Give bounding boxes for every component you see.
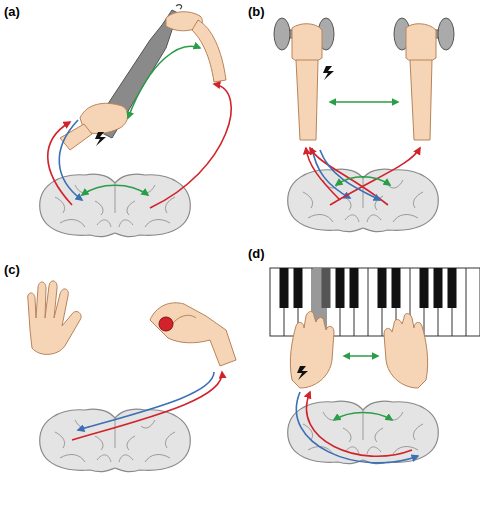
panel-c-art bbox=[28, 281, 236, 472]
panel-label: (a) bbox=[4, 4, 20, 19]
panel-label: (b) bbox=[248, 4, 265, 19]
panel-a-art bbox=[40, 5, 231, 237]
panel-d-art bbox=[270, 268, 480, 464]
panel-b-art bbox=[274, 18, 454, 232]
panel-label: (d) bbox=[248, 246, 265, 261]
panel-label: (c) bbox=[4, 262, 20, 277]
